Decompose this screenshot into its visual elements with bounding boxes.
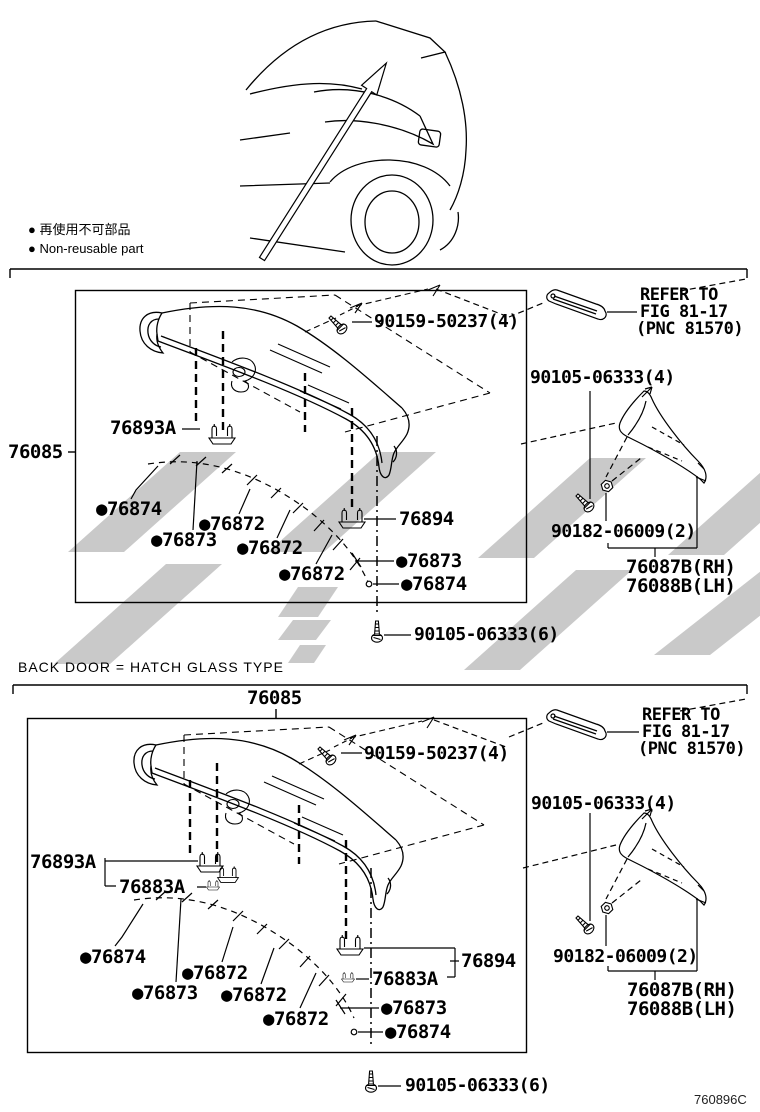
part-label: ●76873 <box>151 529 217 551</box>
label-screw-garnish-lower: 90182-06009(2) <box>553 946 698 967</box>
part-label: ●76872 <box>279 563 345 585</box>
part-label: ●76873 <box>396 550 462 572</box>
car-rear-illustration <box>239 20 467 266</box>
label-screw-garnish-upper: 90182-06009(2) <box>551 521 696 542</box>
part-label: ●76872 <box>182 962 248 984</box>
label-bolt-side-lower: 90105-06333(4) <box>531 793 676 814</box>
doc-code: 760896C <box>694 1092 747 1107</box>
part-label: ●76872 <box>199 513 265 535</box>
label-clip-76894-lower: 76894 <box>461 950 516 972</box>
legend-non-reusable-en: ● Non-reusable part <box>28 241 144 256</box>
label-clip-76883a-left: 76883A <box>119 876 185 898</box>
section-title: BACK DOOR = HATCH GLASS TYPE <box>18 659 284 675</box>
part-label: ●76872 <box>237 537 303 559</box>
label-garnish-lh-upper: 76088B(LH) <box>626 575 736 597</box>
label-screw-top-lower: 90159-50237(4) <box>364 743 509 764</box>
part-label: ●76874 <box>96 498 162 520</box>
label-clip-76883a-right: 76883A <box>372 968 438 990</box>
label-clip-76894-upper: 76894 <box>399 508 454 530</box>
label-bolt-side-upper: 90105-06333(4) <box>530 367 675 388</box>
label-screw-bottom-lower: 90105-06333(6) <box>405 1075 550 1096</box>
part-label: ●76872 <box>221 984 287 1006</box>
refer-line2-lower: FIG 81-17 <box>642 722 730 742</box>
label-screw-top-upper: 90159-50237(4) <box>374 311 519 332</box>
part-label: ●76873 <box>132 982 198 1004</box>
refer-line1-upper: REFER TO <box>640 285 718 305</box>
label-clip-76893a-upper: 76893A <box>110 417 176 439</box>
part-label: ●76872 <box>263 1008 329 1030</box>
label-assembly-upper: 76085 <box>8 441 63 463</box>
refer-line3-lower: (PNC 81570) <box>638 739 746 759</box>
part-label: ●76874 <box>80 946 146 968</box>
part-label: ●76874 <box>385 1021 451 1043</box>
part-label: ●76874 <box>401 573 467 595</box>
lower-diagram <box>104 698 747 1093</box>
refer-line3-upper: (PNC 81570) <box>636 319 744 339</box>
label-clip-76893a-lower: 76893A <box>30 851 96 873</box>
label-garnish-lh-lower: 76088B(LH) <box>627 998 737 1020</box>
section-frames <box>9 268 748 1054</box>
label-screw-bottom-upper: 90105-06333(6) <box>414 624 559 645</box>
refer-line1-lower: REFER TO <box>642 705 720 725</box>
part-label: ●76873 <box>381 997 447 1019</box>
label-assembly-lower: 76085 <box>247 687 302 709</box>
upper-diagram <box>130 278 747 643</box>
label-garnish-rh-lower: 76087B(RH) <box>627 979 737 1001</box>
label-garnish-rh-upper: 76087B(RH) <box>626 556 736 578</box>
refer-line2-upper: FIG 81-17 <box>640 302 728 322</box>
legend-non-reusable-jp: ● 再使用不可部品 <box>28 222 131 237</box>
